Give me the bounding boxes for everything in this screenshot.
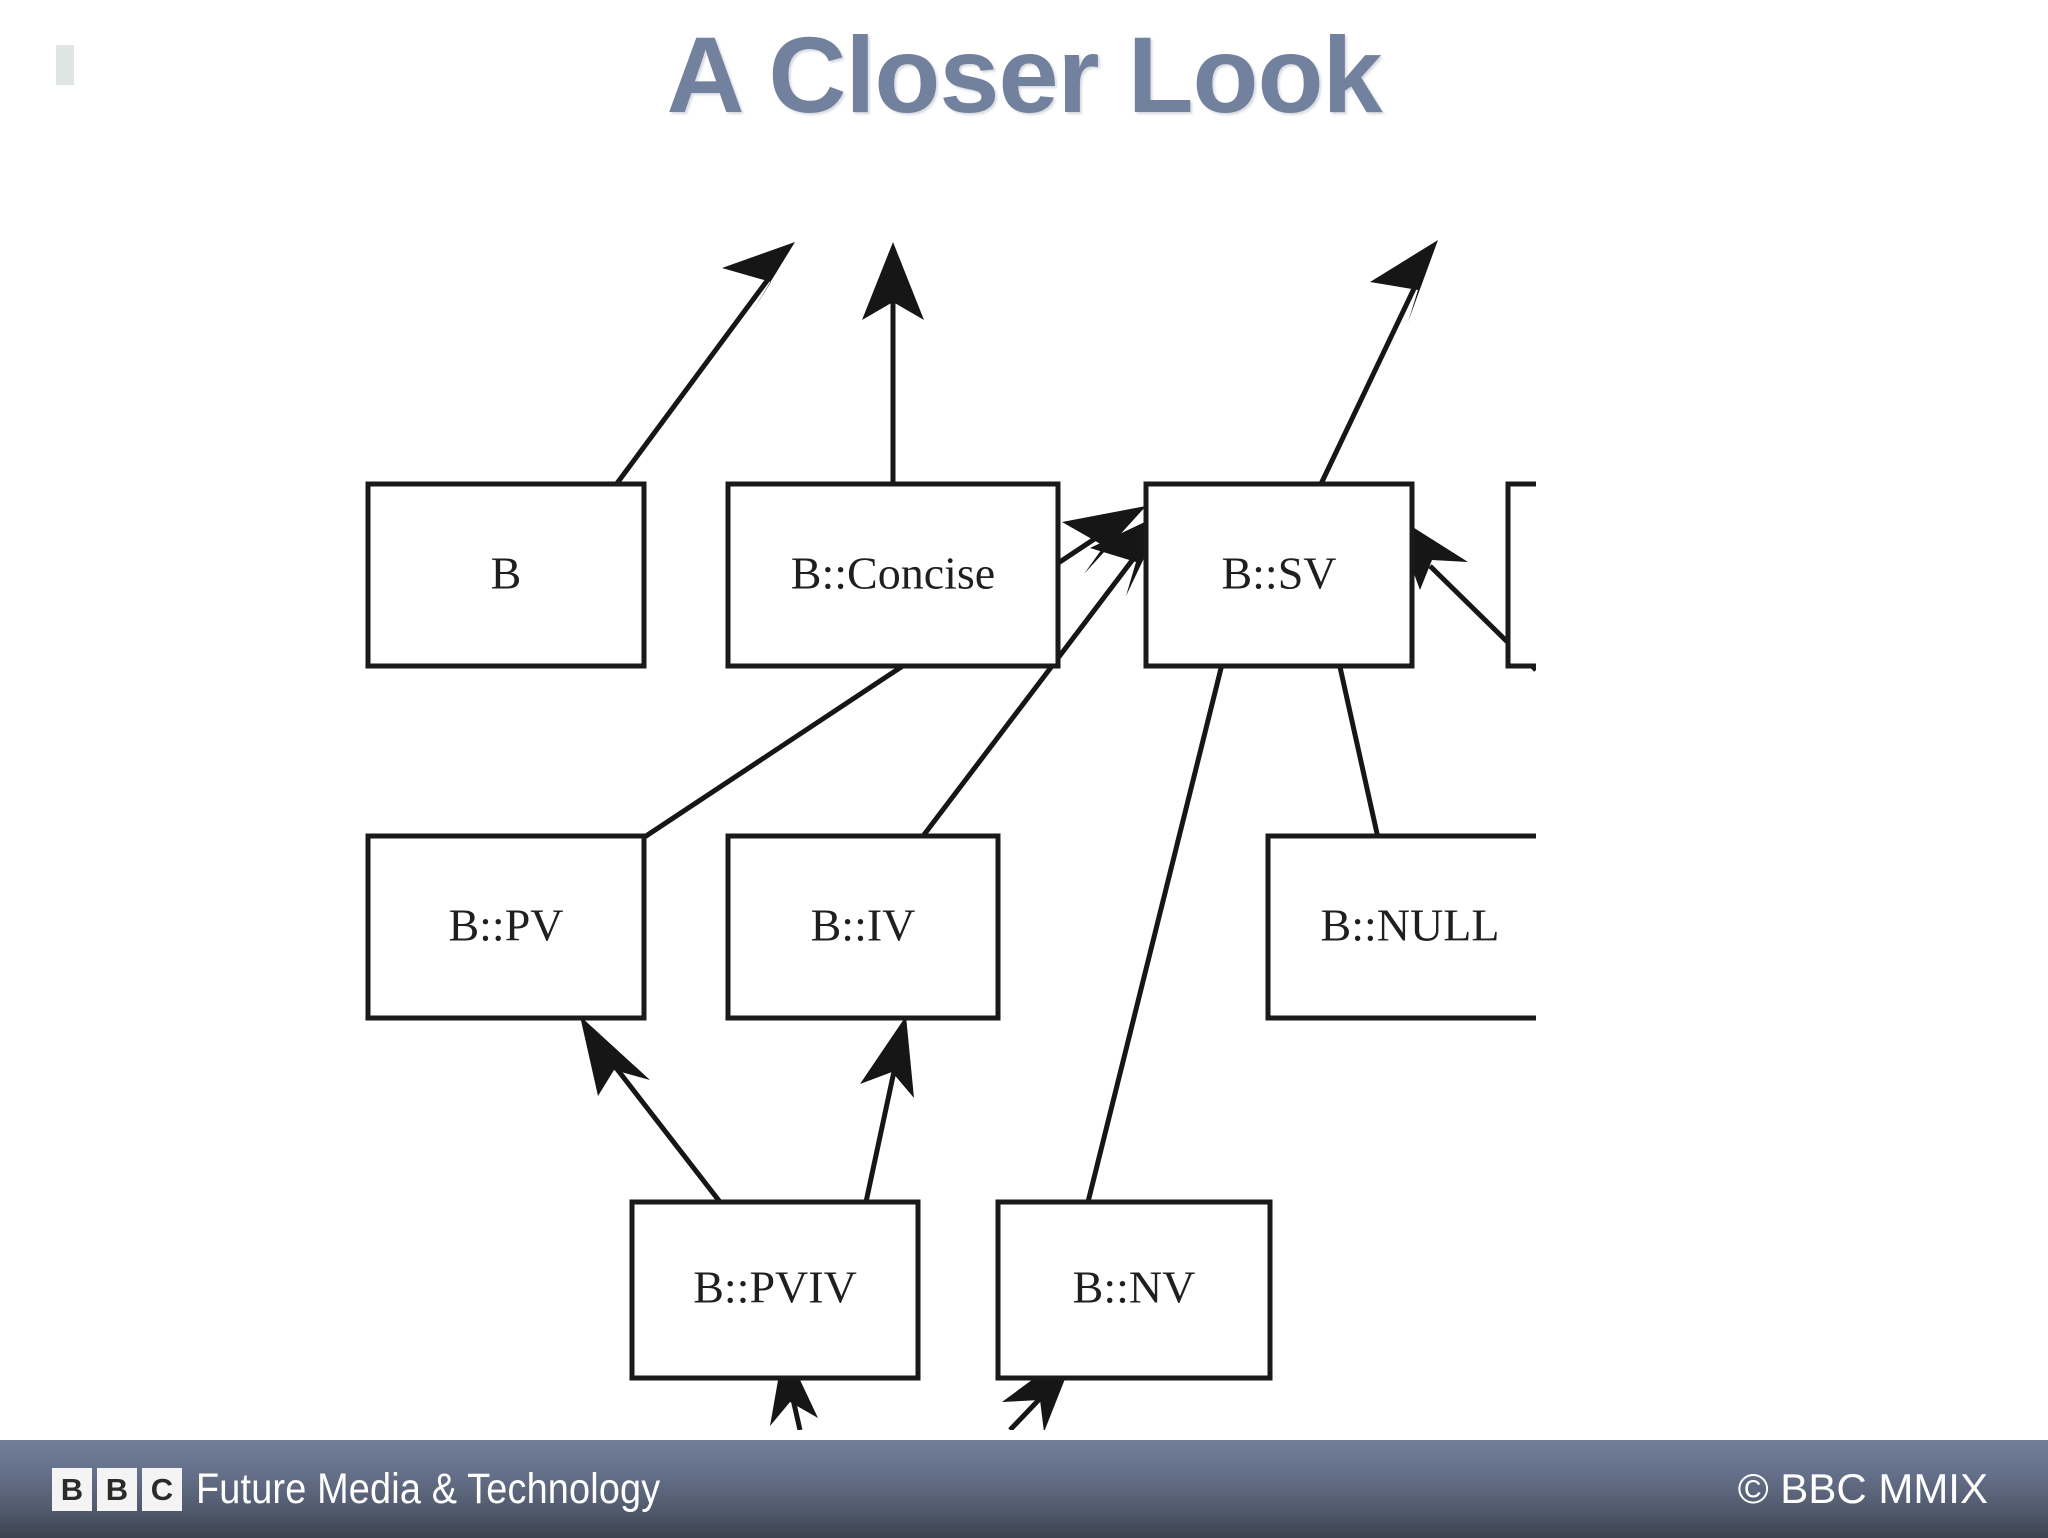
page-title: A Closer Look [666,14,1382,135]
class-box-pviv[interactable]: B::PVIV [629,1199,921,1381]
class-box-label: B [491,548,522,599]
class-box-null[interactable]: B::NULL [1265,833,1536,1021]
edge-pviv-pv [580,1016,722,1204]
class-box-b[interactable]: B [365,481,647,669]
class-box-label: B::IV [811,900,916,951]
class-box-label: B::Concise [791,548,995,599]
bbc-logo-letter-3: C [142,1467,182,1511]
class-box-label: B::NULL [1321,900,1500,951]
edge-pviv-iv [860,1016,914,1203]
class-box-sv[interactable]: B::SV [1143,481,1415,669]
footer-branding: B B C Future Media & Technology [52,1465,724,1514]
class-box-concise[interactable]: B::Concise [725,481,1061,669]
edge-concise-up [862,242,924,486]
class-box-label: B::PV [448,900,563,951]
footer-brand-label: Future Media & Technology [196,1464,661,1513]
class-box-label: B::NV [1073,1262,1196,1313]
footer-bar: B B C Future Media & Technology © BBC MM… [0,1440,2048,1538]
class-box-clipped-right-top[interactable] [1505,481,1536,669]
class-box-pv[interactable]: B::PV [365,833,647,1021]
bbc-logo-letter-1: B [52,1467,92,1511]
footer-copyright-label: © BBC MMIX [1737,1465,1988,1512]
class-box-label: B::PVIV [693,1262,857,1313]
class-box-nv[interactable]: B::NV [995,1199,1273,1381]
edge-sv-up [1317,240,1438,488]
diagram-svg: B B::Concise B::SV B::PV [365,240,1536,1430]
class-box-iv[interactable]: B::IV [725,833,1001,1021]
class-hierarchy-diagram: B B::Concise B::SV B::PV [0,150,1536,1430]
left-edge-artifact [56,45,74,85]
class-box-label: B::SV [1221,548,1336,599]
bbc-logo-letter-2: B [97,1467,137,1511]
edge-b-up [612,242,795,488]
bbc-logo-icon: B B C [52,1467,182,1511]
